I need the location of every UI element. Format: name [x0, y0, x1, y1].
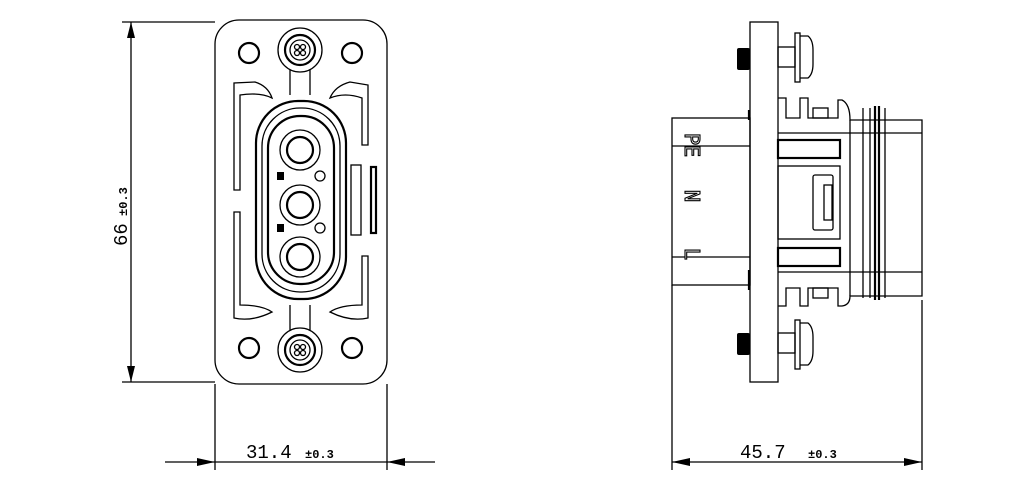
side-clips	[233, 81, 378, 320]
width-value: 31.4	[246, 442, 292, 464]
pin-label-n: N	[680, 190, 704, 202]
pin-labels: PE N L	[679, 132, 704, 260]
bottom-bolt	[777, 319, 814, 370]
pin-label-pe: PE	[680, 133, 704, 157]
mounting-plate-outline	[214, 19, 388, 385]
contact-housing	[254, 99, 348, 301]
width-tolerance: ±0.3	[305, 448, 334, 462]
pin-label-l: L	[680, 248, 704, 260]
height-dimension: 66 ±0.3	[111, 21, 215, 383]
front-view: 66 ±0.3 31.4 ±0.3	[111, 19, 435, 470]
top-bolt	[777, 32, 814, 83]
top-screw-boss	[277, 27, 323, 95]
bottom-nut	[737, 333, 750, 355]
depth-tolerance: ±0.3	[808, 448, 837, 462]
depth-dimension: 45.7 ±0.3	[671, 285, 923, 470]
width-dimension: 31.4 ±0.3	[165, 384, 435, 470]
height-tolerance: ±0.3	[117, 187, 131, 216]
side-view: PE N L 45.7 ±0.3	[671, 21, 923, 470]
flange-plate	[749, 21, 779, 383]
depth-value: 45.7	[740, 442, 786, 464]
top-nut	[737, 48, 750, 70]
height-value: 66	[111, 223, 133, 246]
bottom-screw-boss	[277, 305, 323, 373]
front-body	[776, 97, 923, 307]
contact-pins	[277, 129, 326, 278]
corner-holes	[237, 41, 364, 360]
